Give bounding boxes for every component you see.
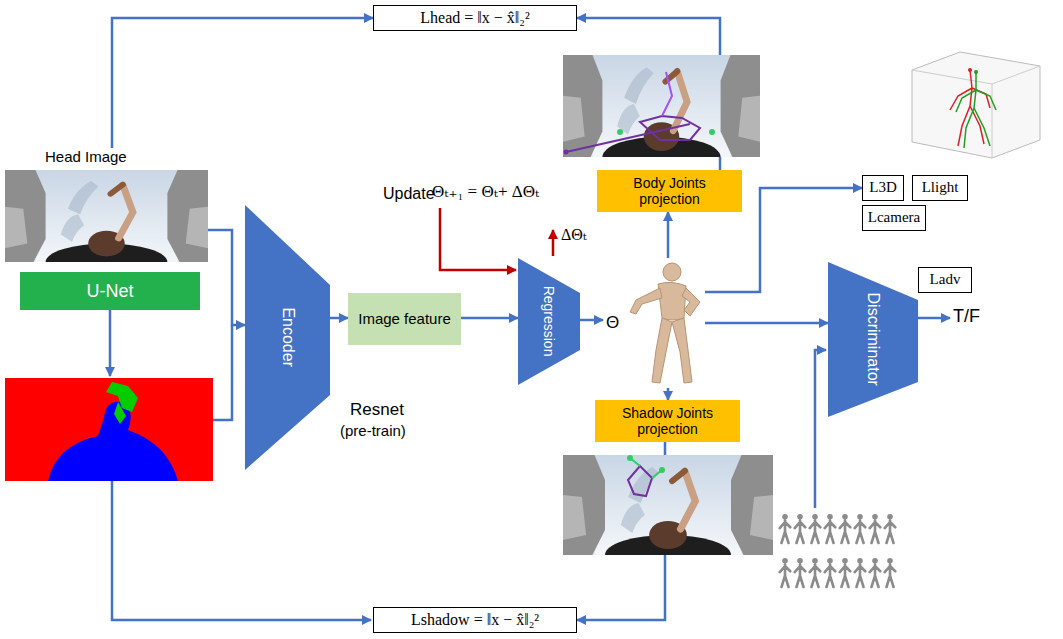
skeleton-plot [912,52,1040,158]
discriminator-trapezoid: Discriminator [828,262,918,417]
node-text: Encoder [278,308,296,368]
node-text: Lshadow = ‖x − x̂‖₂² [411,611,539,629]
loss-box: Lhead = ‖x − x̂‖₂² [373,5,577,31]
join-wire [213,325,232,420]
output-label: T/F [953,306,980,327]
node-text: Ladv [930,271,961,288]
flow-connector [705,322,828,325]
node-text: Image feature [358,310,451,327]
node-text: Body Joints projection [602,175,737,207]
pose-dataset [780,514,896,587]
flow-connector [112,18,373,148]
node-text: Head Image [45,148,127,165]
prior-arrow [815,350,826,508]
head-photo [5,170,208,280]
unet-box: U-Net [20,272,200,310]
node-text: Shadow Joints projection [600,405,735,437]
flow-connector [208,230,245,325]
flow-connector [667,212,670,258]
loss-box: Ladv [918,267,972,293]
trapezoid-fill [245,205,330,470]
loss-box: Llight [912,175,968,201]
flow-connector [461,317,518,320]
flow-arrow [109,310,112,376]
encoder-trapezoid: Encoder [245,205,330,470]
node-text: L3D [869,179,897,196]
delta-arrow [552,230,555,256]
trapezoid-fill [518,258,580,385]
delta-label: ΔΘₜ [561,226,587,244]
node-text: Lhead = ‖x − x̂‖₂² [420,9,529,27]
loss-box: L3D [862,175,904,201]
feature-box: Image feature [348,293,461,345]
update-arrow [440,208,516,270]
projection-box: Shadow Joints projection [595,400,740,442]
output-arrow [918,317,950,320]
projection-box: Body Joints projection [597,170,742,212]
loss-box: Lcamera [862,205,926,231]
body-mesh [630,263,700,383]
flow-connector [330,317,348,320]
update-formula: Θₜ₊₁ = Θₜ+ ΔΘₜ [432,182,539,202]
node-text: Discriminator [864,293,882,386]
update-label: Update [383,185,435,203]
trapezoid-fill [828,262,918,417]
node-text: Regression [541,286,557,357]
node-text: Lcamera [868,209,920,226]
shadow-render [563,455,773,575]
param-node: Θ [603,258,705,388]
regression-trapezoid: Regression [518,258,580,385]
node-text: Θ [606,313,619,333]
body-render [563,55,760,177]
node-text: Llight [922,179,959,196]
node-text: U-Net [86,281,133,302]
backbone-label: Resnet [350,400,404,420]
loss-wire [112,481,371,620]
backbone-note: (pre-train) [340,422,406,439]
segmentation-map [5,378,213,481]
flow-connector [667,388,670,400]
image-heading: Head Image [5,148,208,262]
flow-connector [580,319,603,322]
loss-box: Lshadow = ‖x − x̂‖₂² [373,607,577,633]
